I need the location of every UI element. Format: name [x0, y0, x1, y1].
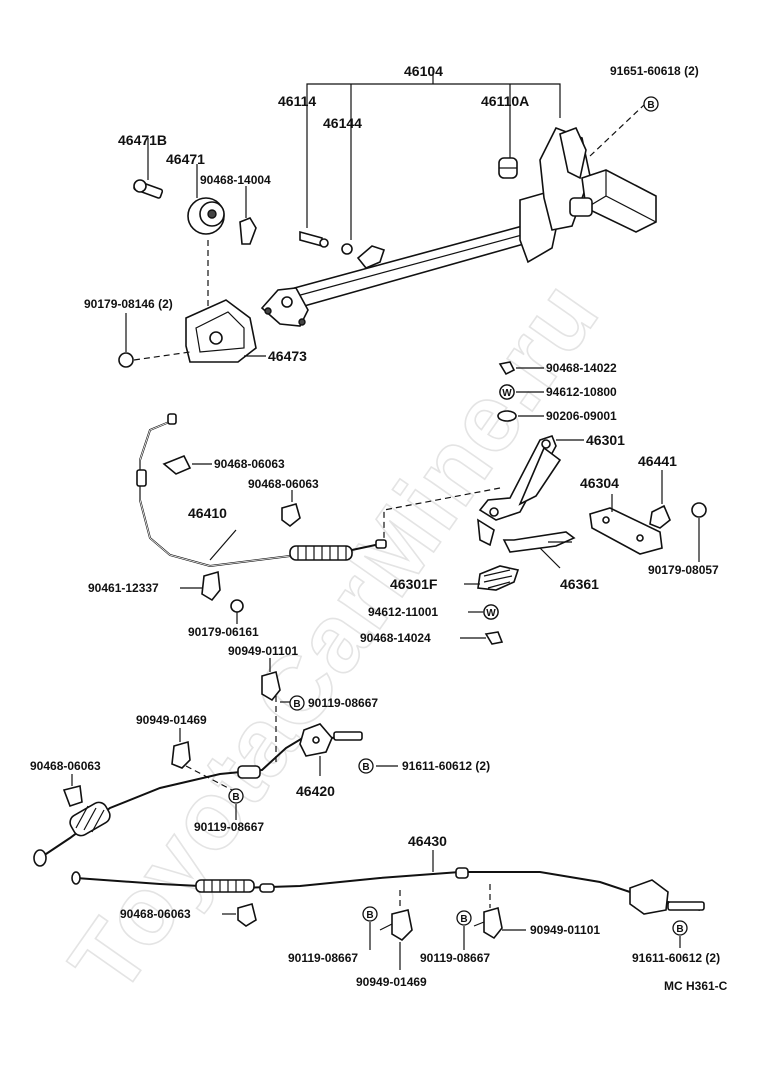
label-90119-08667-c: 90119-08667 — [288, 951, 358, 965]
label-90468-14024: 90468-14024 — [360, 631, 431, 645]
badge-bolt-90119-d: B — [456, 910, 472, 926]
label-90179-08146: 90179-08146 (2) — [84, 297, 173, 311]
label-46304: 46304 — [580, 475, 619, 491]
label-90949-01469-a: 90949-01469 — [136, 713, 207, 727]
svg-text:W: W — [502, 388, 512, 399]
label-46301: 46301 — [586, 432, 625, 448]
label-46104: 46104 — [404, 63, 443, 79]
svg-text:B: B — [362, 762, 369, 773]
label-90179-06161: 90179-06161 — [188, 625, 259, 639]
label-90119-08667-b: 90119-08667 — [194, 820, 264, 834]
label-90468-14004: 90468-14004 — [200, 173, 271, 187]
label-90468-06063-b: 90468-06063 — [248, 477, 319, 491]
label-90119-08667-d: 90119-08667 — [420, 951, 490, 965]
label-46410: 46410 — [188, 505, 227, 521]
label-90119-08667-a: 90119-08667 — [308, 696, 378, 710]
label-90468-14022: 90468-14022 — [546, 361, 617, 375]
label-46430: 46430 — [408, 833, 447, 849]
label-94612-11001: 94612-11001 — [368, 605, 438, 619]
label-91651-60618: 91651-60618 (2) — [610, 64, 699, 78]
badge-bolt-90119-c: B — [362, 906, 378, 922]
cable-46420 — [33, 658, 398, 867]
label-91611-60612-a: 91611-60612 (2) — [402, 759, 490, 773]
label-46473: 46473 — [268, 348, 307, 364]
label-46114: 46114 — [278, 93, 316, 109]
lever-assembly-46104 — [260, 70, 657, 327]
svg-text:B: B — [647, 100, 654, 111]
label-46301F: 46301F — [390, 576, 438, 592]
label-46110A: 46110A — [481, 93, 529, 109]
label-90468-06063-a: 90468-06063 — [214, 457, 285, 471]
pulley-group — [118, 138, 266, 368]
svg-text:B: B — [293, 699, 300, 710]
label-46420: 46420 — [296, 783, 335, 799]
label-90206-09001: 90206-09001 — [546, 409, 617, 423]
label-90468-06063-c: 90468-06063 — [30, 759, 101, 773]
svg-text:W: W — [486, 608, 496, 619]
diagram-code: MC H361-C — [664, 979, 728, 993]
label-90949-01101-b: 90949-01101 — [530, 923, 600, 937]
svg-text:B: B — [232, 792, 239, 803]
label-46471B: 46471B — [118, 132, 167, 148]
badge-bolt-90119-a: B — [289, 695, 305, 711]
label-91611-60612-b: 91611-60612 (2) — [632, 951, 720, 965]
label-46471: 46471 — [166, 151, 205, 167]
label-90468-06063-d: 90468-06063 — [120, 907, 191, 921]
label-46441: 46441 — [638, 453, 677, 469]
svg-text:B: B — [676, 924, 683, 935]
badge-bolt-91611-b: B — [672, 920, 688, 936]
watermark: ToyotaCarMine.ru — [50, 262, 620, 1012]
label-94612-10800: 94612-10800 — [546, 385, 617, 399]
badge-washer-94612-11001: W — [483, 604, 499, 620]
svg-text:B: B — [460, 914, 467, 925]
label-46361: 46361 — [560, 576, 599, 592]
badge-bolt-91651: B — [643, 96, 659, 112]
label-90179-08057: 90179-08057 — [648, 563, 719, 577]
label-90949-01469-b: 90949-01469 — [356, 975, 427, 989]
badge-washer-94612-10800: W — [499, 384, 515, 400]
svg-text:B: B — [366, 910, 373, 921]
label-90949-01101-a: 90949-01101 — [228, 644, 298, 658]
cable-46430 — [71, 850, 705, 970]
cable-46410 — [136, 413, 387, 624]
label-46144: 46144 — [323, 115, 362, 131]
badge-bolt-91611-a: B — [358, 758, 374, 774]
label-90461-12337: 90461-12337 — [88, 581, 159, 595]
badge-bolt-90119-b: B — [228, 788, 244, 804]
